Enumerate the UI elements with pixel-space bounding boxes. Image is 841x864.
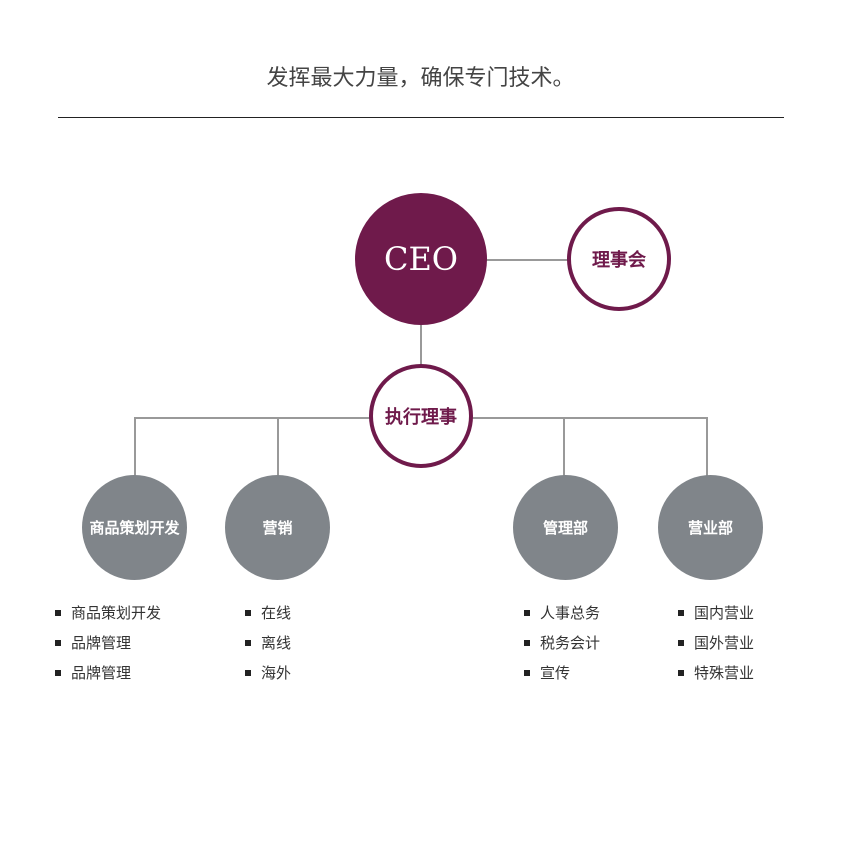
connector-ceo-exec [420, 324, 422, 368]
dept-node-management: 管理部 [513, 475, 618, 580]
board-label: 理事会 [592, 250, 646, 271]
executive-label: 执行理事 [385, 407, 457, 428]
dept-label: 商品策划开发 [89, 519, 180, 537]
dept-list-marketing: 在线 离线 海外 [245, 598, 291, 688]
list-item: 国外营业 [678, 628, 754, 658]
executive-node: 执行理事 [369, 364, 473, 468]
dept-list-management: 人事总务 税务会计 宣传 [524, 598, 600, 688]
dept-label: 营销 [262, 519, 293, 537]
board-node: 理事会 [567, 207, 671, 311]
list-item: 宣传 [524, 658, 600, 688]
dept-label: 营业部 [687, 519, 733, 537]
dept-label: 管理部 [542, 519, 588, 537]
connector-ceo-board [486, 259, 570, 261]
list-item: 人事总务 [524, 598, 600, 628]
dept-node-product: 商品策划开发 [82, 475, 187, 580]
list-item: 商品策划开发 [55, 598, 161, 628]
divider [58, 117, 784, 118]
dept-list-product: 商品策划开发 品牌管理 品牌管理 [55, 598, 161, 688]
connector-dept-3 [563, 417, 565, 477]
list-item: 在线 [245, 598, 291, 628]
list-item: 海外 [245, 658, 291, 688]
ceo-label: CEO [383, 240, 459, 278]
list-item: 特殊营业 [678, 658, 754, 688]
dept-node-marketing: 营销 [225, 475, 330, 580]
list-item: 品牌管理 [55, 628, 161, 658]
connector-dept-4 [706, 417, 708, 477]
list-item: 品牌管理 [55, 658, 161, 688]
list-item: 国内营业 [678, 598, 754, 628]
dept-node-sales: 营业部 [658, 475, 763, 580]
connector-dept-1 [134, 417, 136, 477]
dept-list-sales: 国内营业 国外营业 特殊营业 [678, 598, 754, 688]
ceo-node: CEO [355, 193, 487, 325]
list-item: 税务会计 [524, 628, 600, 658]
list-item: 离线 [245, 628, 291, 658]
page-title: 发挥最大力量，确保专门技术。 [266, 66, 575, 91]
connector-dept-2 [277, 417, 279, 477]
